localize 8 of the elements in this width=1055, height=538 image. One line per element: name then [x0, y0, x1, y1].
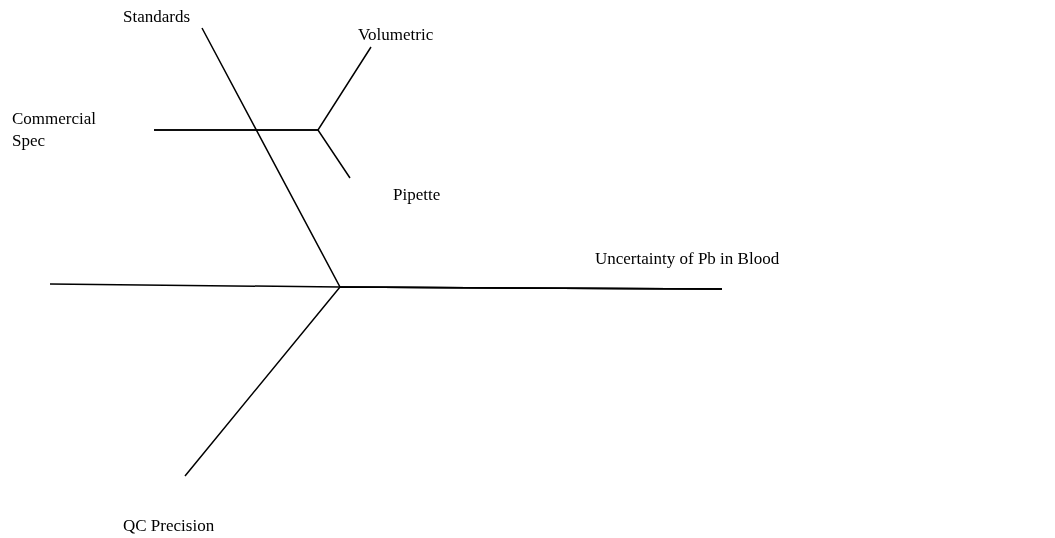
cause-label: Pipette [350, 178, 460, 206]
cause-label: Commercial Spec [12, 108, 154, 152]
cause-label: QC Precision [123, 476, 235, 537]
effect-label: Uncertainty of Pb in Blood [595, 248, 845, 289]
cause-label: Standards [123, 6, 235, 28]
cause-label: Volumetric [358, 24, 453, 46]
spine-line [49, 283, 723, 290]
branch-line [153, 129, 351, 179]
